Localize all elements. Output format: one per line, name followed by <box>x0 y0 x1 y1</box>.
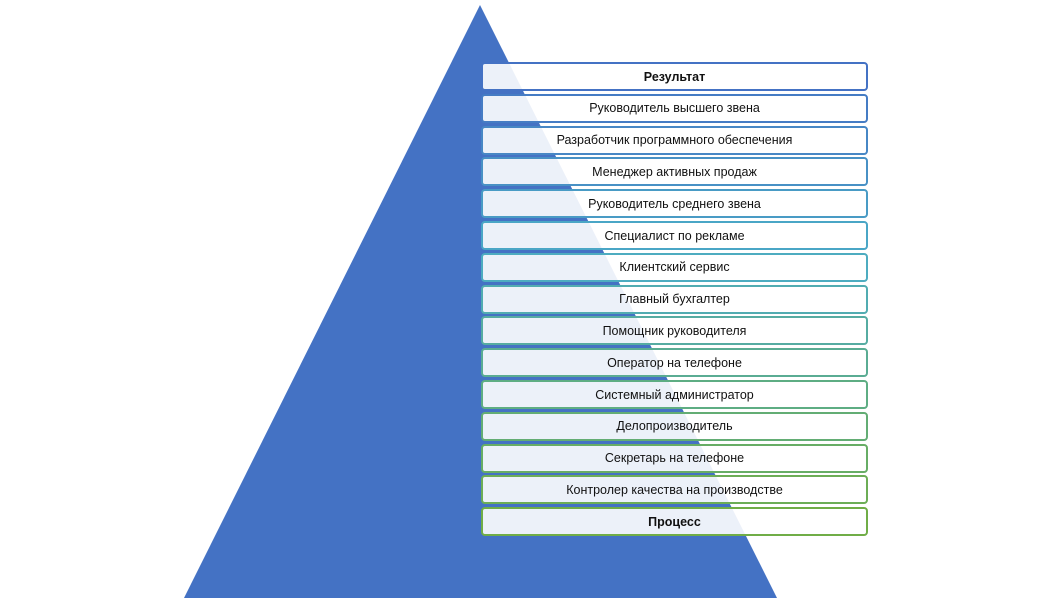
level-item: Специалист по рекламе <box>481 221 868 250</box>
level-item: Секретарь на телефоне <box>481 443 868 473</box>
level-item: Главный бухгалтер <box>481 284 868 314</box>
level-item: Руководитель среднего звена <box>481 189 868 219</box>
level-item: Клиентский сервис <box>481 252 868 282</box>
level-item: Оператор на телефоне <box>481 348 868 378</box>
level-result: Результат <box>481 62 868 91</box>
level-process: Процесс <box>481 507 868 537</box>
level-item: Делопроизводитель <box>481 411 868 441</box>
level-item: Контролер качества на производстве <box>481 475 868 505</box>
level-item: Помощник руководителя <box>481 316 868 346</box>
level-item: Руководитель высшего звена <box>481 93 868 123</box>
level-item: Системный администратор <box>481 380 868 409</box>
level-item: Менеджер активных продаж <box>481 157 868 187</box>
level-item: Разработчик программного обеспечения <box>481 125 868 155</box>
